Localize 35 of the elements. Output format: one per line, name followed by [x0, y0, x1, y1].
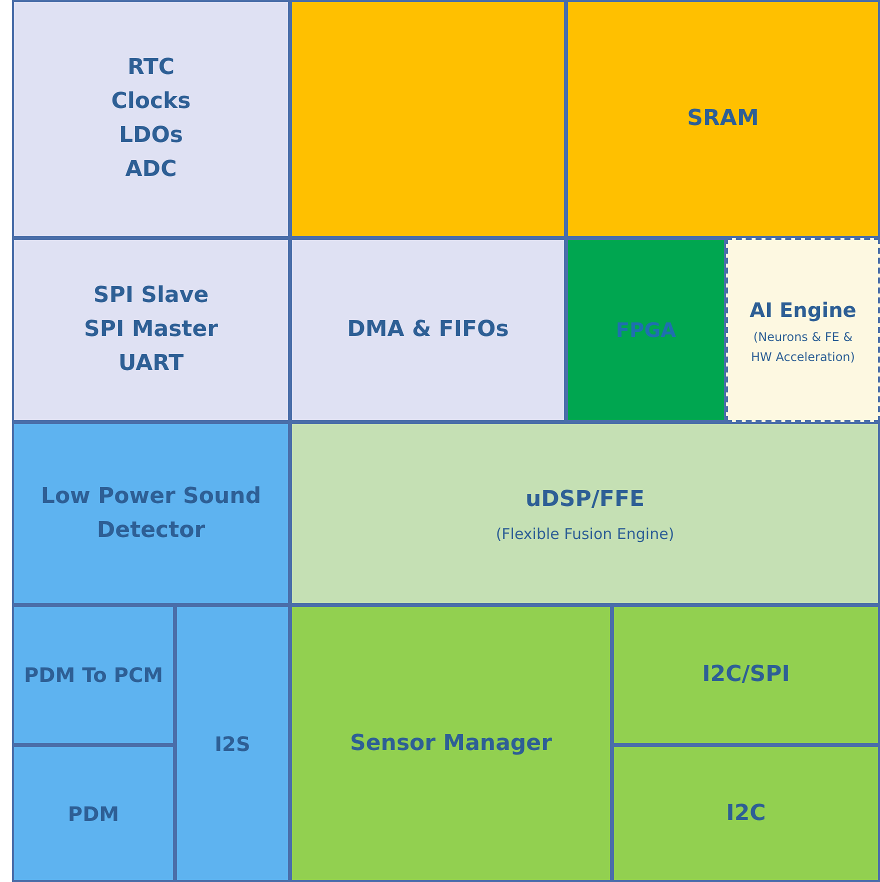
function-block	[566, 0, 880, 238]
block-label: SPI Master	[84, 316, 218, 344]
block-label: I2S	[214, 730, 250, 758]
function-block	[12, 422, 290, 605]
block-label: Clocks	[111, 88, 191, 116]
function-block	[12, 0, 290, 238]
block-label: uDSP/FFE	[525, 486, 644, 514]
function-block	[12, 745, 175, 882]
block-label: RTC	[127, 54, 175, 82]
block-label: SRAM	[687, 105, 759, 133]
function-block	[12, 605, 175, 745]
block-label: LDOs	[118, 122, 184, 150]
block-label: I2C	[726, 800, 766, 828]
function-block	[612, 745, 880, 882]
function-block	[175, 605, 290, 882]
block-label: Low Power Sound Detector	[40, 482, 262, 544]
block-label: AI Engine	[750, 297, 856, 324]
function-block	[12, 238, 290, 422]
block-label: ADC	[125, 156, 177, 184]
function-block	[612, 605, 880, 745]
block-label: PDM To PCM	[24, 662, 164, 689]
function-block	[290, 605, 612, 882]
block-description: (Flexible Fusion Engine)	[496, 524, 674, 544]
function-block	[290, 238, 566, 422]
block-label: PDM	[68, 800, 120, 828]
block-label: SPI Slave	[93, 282, 209, 310]
block-description: (Neurons & FE & HW Acceleration)	[750, 329, 856, 366]
block-label: Sensor Manager	[350, 730, 552, 758]
function-block	[726, 238, 880, 422]
function-block	[566, 238, 726, 422]
block-label: FPGA	[616, 317, 676, 344]
block-label: DMA & FIFOs	[347, 316, 509, 344]
block-label: I2C/SPI	[702, 661, 790, 689]
block-label: UART	[118, 350, 184, 378]
function-block	[290, 422, 880, 605]
